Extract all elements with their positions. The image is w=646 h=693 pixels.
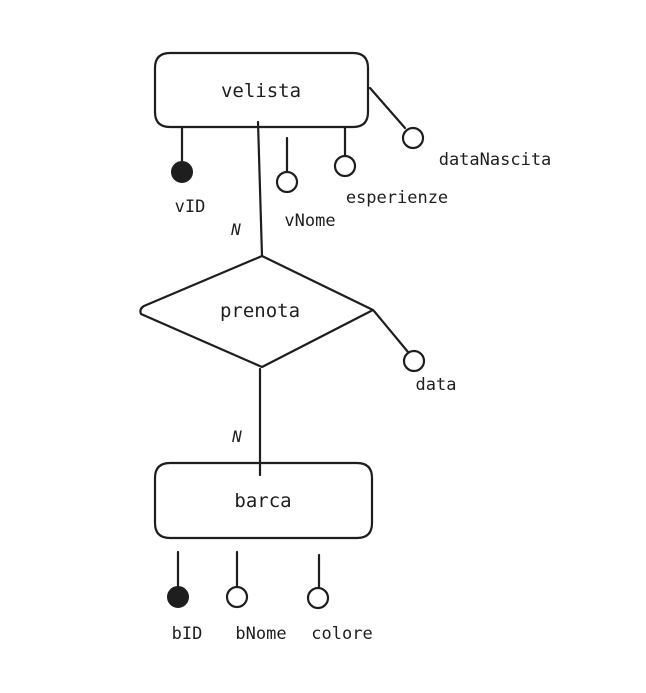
attribute-open-circle-icon: [401, 126, 425, 150]
attribute-bnome[interactable]: bNome: [225, 550, 287, 644]
attribute-vnome-label: vNome: [284, 211, 335, 231]
attribute-datanascita-link: [368, 86, 407, 130]
attribute-colore-label: colore: [311, 624, 372, 644]
attribute-esperienze-label: esperienze: [346, 188, 448, 208]
attribute-bid-label: bID: [172, 624, 203, 644]
attribute-vid-label: vID: [175, 197, 206, 217]
attribute-bid[interactable]: bID: [167, 550, 203, 644]
attribute-colore[interactable]: colore: [306, 553, 373, 644]
attribute-open-circle-icon: [225, 585, 249, 609]
attribute-esperienze[interactable]: esperienze: [333, 126, 448, 208]
attribute-open-circle-icon: [306, 586, 330, 610]
attribute-datanascita[interactable]: dataNascita: [368, 86, 552, 170]
cardinality-velista: N: [230, 220, 241, 239]
connection-velista-prenota: N: [230, 120, 264, 258]
attribute-data-label: data: [416, 375, 457, 395]
attribute-data-link: [372, 309, 410, 354]
attribute-open-circle-icon: [402, 349, 426, 373]
connection-prenota-barca: N: [231, 367, 262, 477]
key-attribute-filled-circle-icon: [167, 586, 189, 608]
relationship-prenota[interactable]: prenota: [139, 254, 375, 369]
attribute-open-circle-icon: [333, 154, 357, 178]
entity-barca-label: barca: [234, 490, 291, 512]
relationship-prenota-diamond: [139, 254, 375, 369]
entity-barca[interactable]: barca: [153, 461, 374, 540]
attribute-datanascita-label: dataNascita: [439, 150, 552, 170]
key-attribute-filled-circle-icon: [171, 161, 193, 183]
attribute-bnome-label: bNome: [235, 624, 286, 644]
cardinality-barca: N: [231, 427, 242, 446]
attribute-data[interactable]: data: [372, 309, 457, 395]
relationship-prenota-label: prenota: [220, 300, 300, 322]
attribute-vnome[interactable]: vNome: [275, 136, 336, 231]
entity-velista-box: [153, 51, 370, 129]
attribute-vid[interactable]: vID: [171, 126, 206, 217]
attribute-open-circle-icon: [275, 170, 299, 194]
connection-line: [256, 120, 264, 258]
entity-velista-label: velista: [221, 80, 301, 102]
entity-barca-box: [153, 461, 374, 540]
entity-velista[interactable]: velista: [153, 51, 370, 129]
